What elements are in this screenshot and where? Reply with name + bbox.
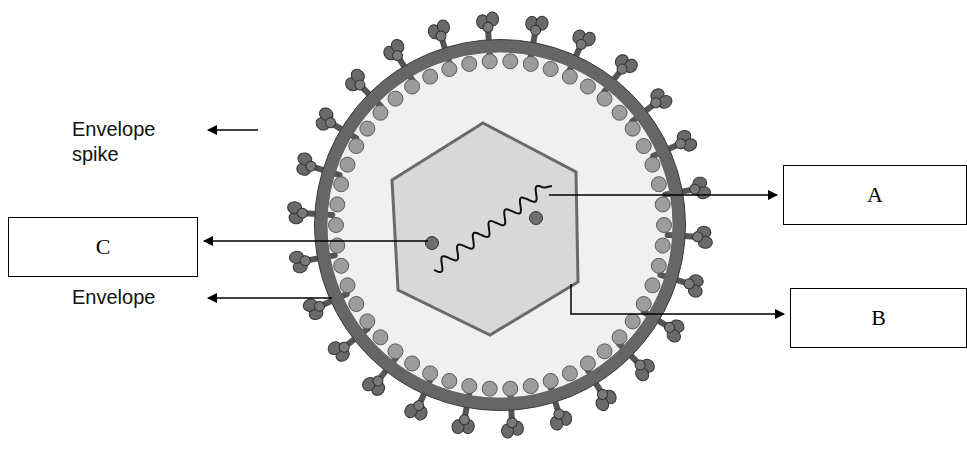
matrix-protein <box>523 379 538 394</box>
matrix-protein <box>388 91 403 106</box>
matrix-protein <box>503 381 518 396</box>
matrix-protein <box>405 356 420 371</box>
matrix-protein <box>482 381 497 396</box>
matrix-protein <box>373 105 388 120</box>
matrix-protein <box>625 121 640 136</box>
matrix-protein <box>349 138 364 153</box>
matrix-protein <box>442 373 457 388</box>
matrix-protein <box>462 56 477 71</box>
matrix-protein <box>597 91 612 106</box>
matrix-protein <box>462 379 477 394</box>
matrix-protein <box>442 62 457 77</box>
enzyme-dot <box>530 212 543 225</box>
matrix-protein <box>580 79 595 94</box>
matrix-protein <box>503 54 518 69</box>
part-letter: C <box>96 234 111 260</box>
matrix-protein <box>580 356 595 371</box>
matrix-protein <box>329 218 344 233</box>
matrix-protein <box>657 218 672 233</box>
part-name: Envelope spike <box>72 117 184 167</box>
envelope-outline <box>315 40 686 411</box>
part-letter: A <box>867 182 883 208</box>
label-box: B <box>790 288 967 348</box>
matrix-protein <box>482 54 497 69</box>
matrix-protein <box>340 157 355 172</box>
leader-line <box>208 129 258 131</box>
leader-line <box>204 240 428 242</box>
matrix-protein <box>562 69 577 84</box>
matrix-protein <box>340 278 355 293</box>
matrix-protein <box>330 197 345 212</box>
matrix-protein <box>625 314 640 329</box>
matrix-protein <box>651 258 666 273</box>
matrix-protein <box>543 373 558 388</box>
matrix-protein <box>405 79 420 94</box>
matrix-protein <box>360 314 375 329</box>
matrix-protein <box>360 121 375 136</box>
matrix-protein <box>334 177 349 192</box>
leader-line <box>571 284 784 314</box>
matrix-protein <box>388 344 403 359</box>
matrix-protein <box>612 330 627 345</box>
matrix-protein <box>655 197 670 212</box>
capsid <box>392 123 578 335</box>
matrix-protein <box>562 366 577 381</box>
leader-line <box>549 194 777 196</box>
matrix-protein <box>349 297 364 312</box>
matrix-protein <box>651 177 666 192</box>
matrix-protein <box>334 258 349 273</box>
envelope-band <box>321 46 679 404</box>
part-letter: B <box>871 305 886 331</box>
matrix-protein <box>645 157 660 172</box>
label-box: C <box>8 217 198 277</box>
matrix-protein <box>655 238 670 253</box>
virus-interior <box>328 53 672 397</box>
enzyme-dot <box>426 237 439 250</box>
matrix-protein <box>373 330 388 345</box>
matrix-protein <box>423 69 438 84</box>
matrix-protein <box>597 344 612 359</box>
leader-line <box>208 297 332 299</box>
matrix-protein <box>612 105 627 120</box>
label-box: A <box>783 165 967 225</box>
matrix-protein <box>645 278 660 293</box>
matrix-protein <box>523 56 538 71</box>
part-name: Envelope <box>72 285 202 310</box>
matrix-protein <box>636 297 651 312</box>
matrix-protein <box>423 366 438 381</box>
matrix-protein <box>636 138 651 153</box>
matrix-protein <box>543 62 558 77</box>
nucleic-acid <box>434 186 552 272</box>
